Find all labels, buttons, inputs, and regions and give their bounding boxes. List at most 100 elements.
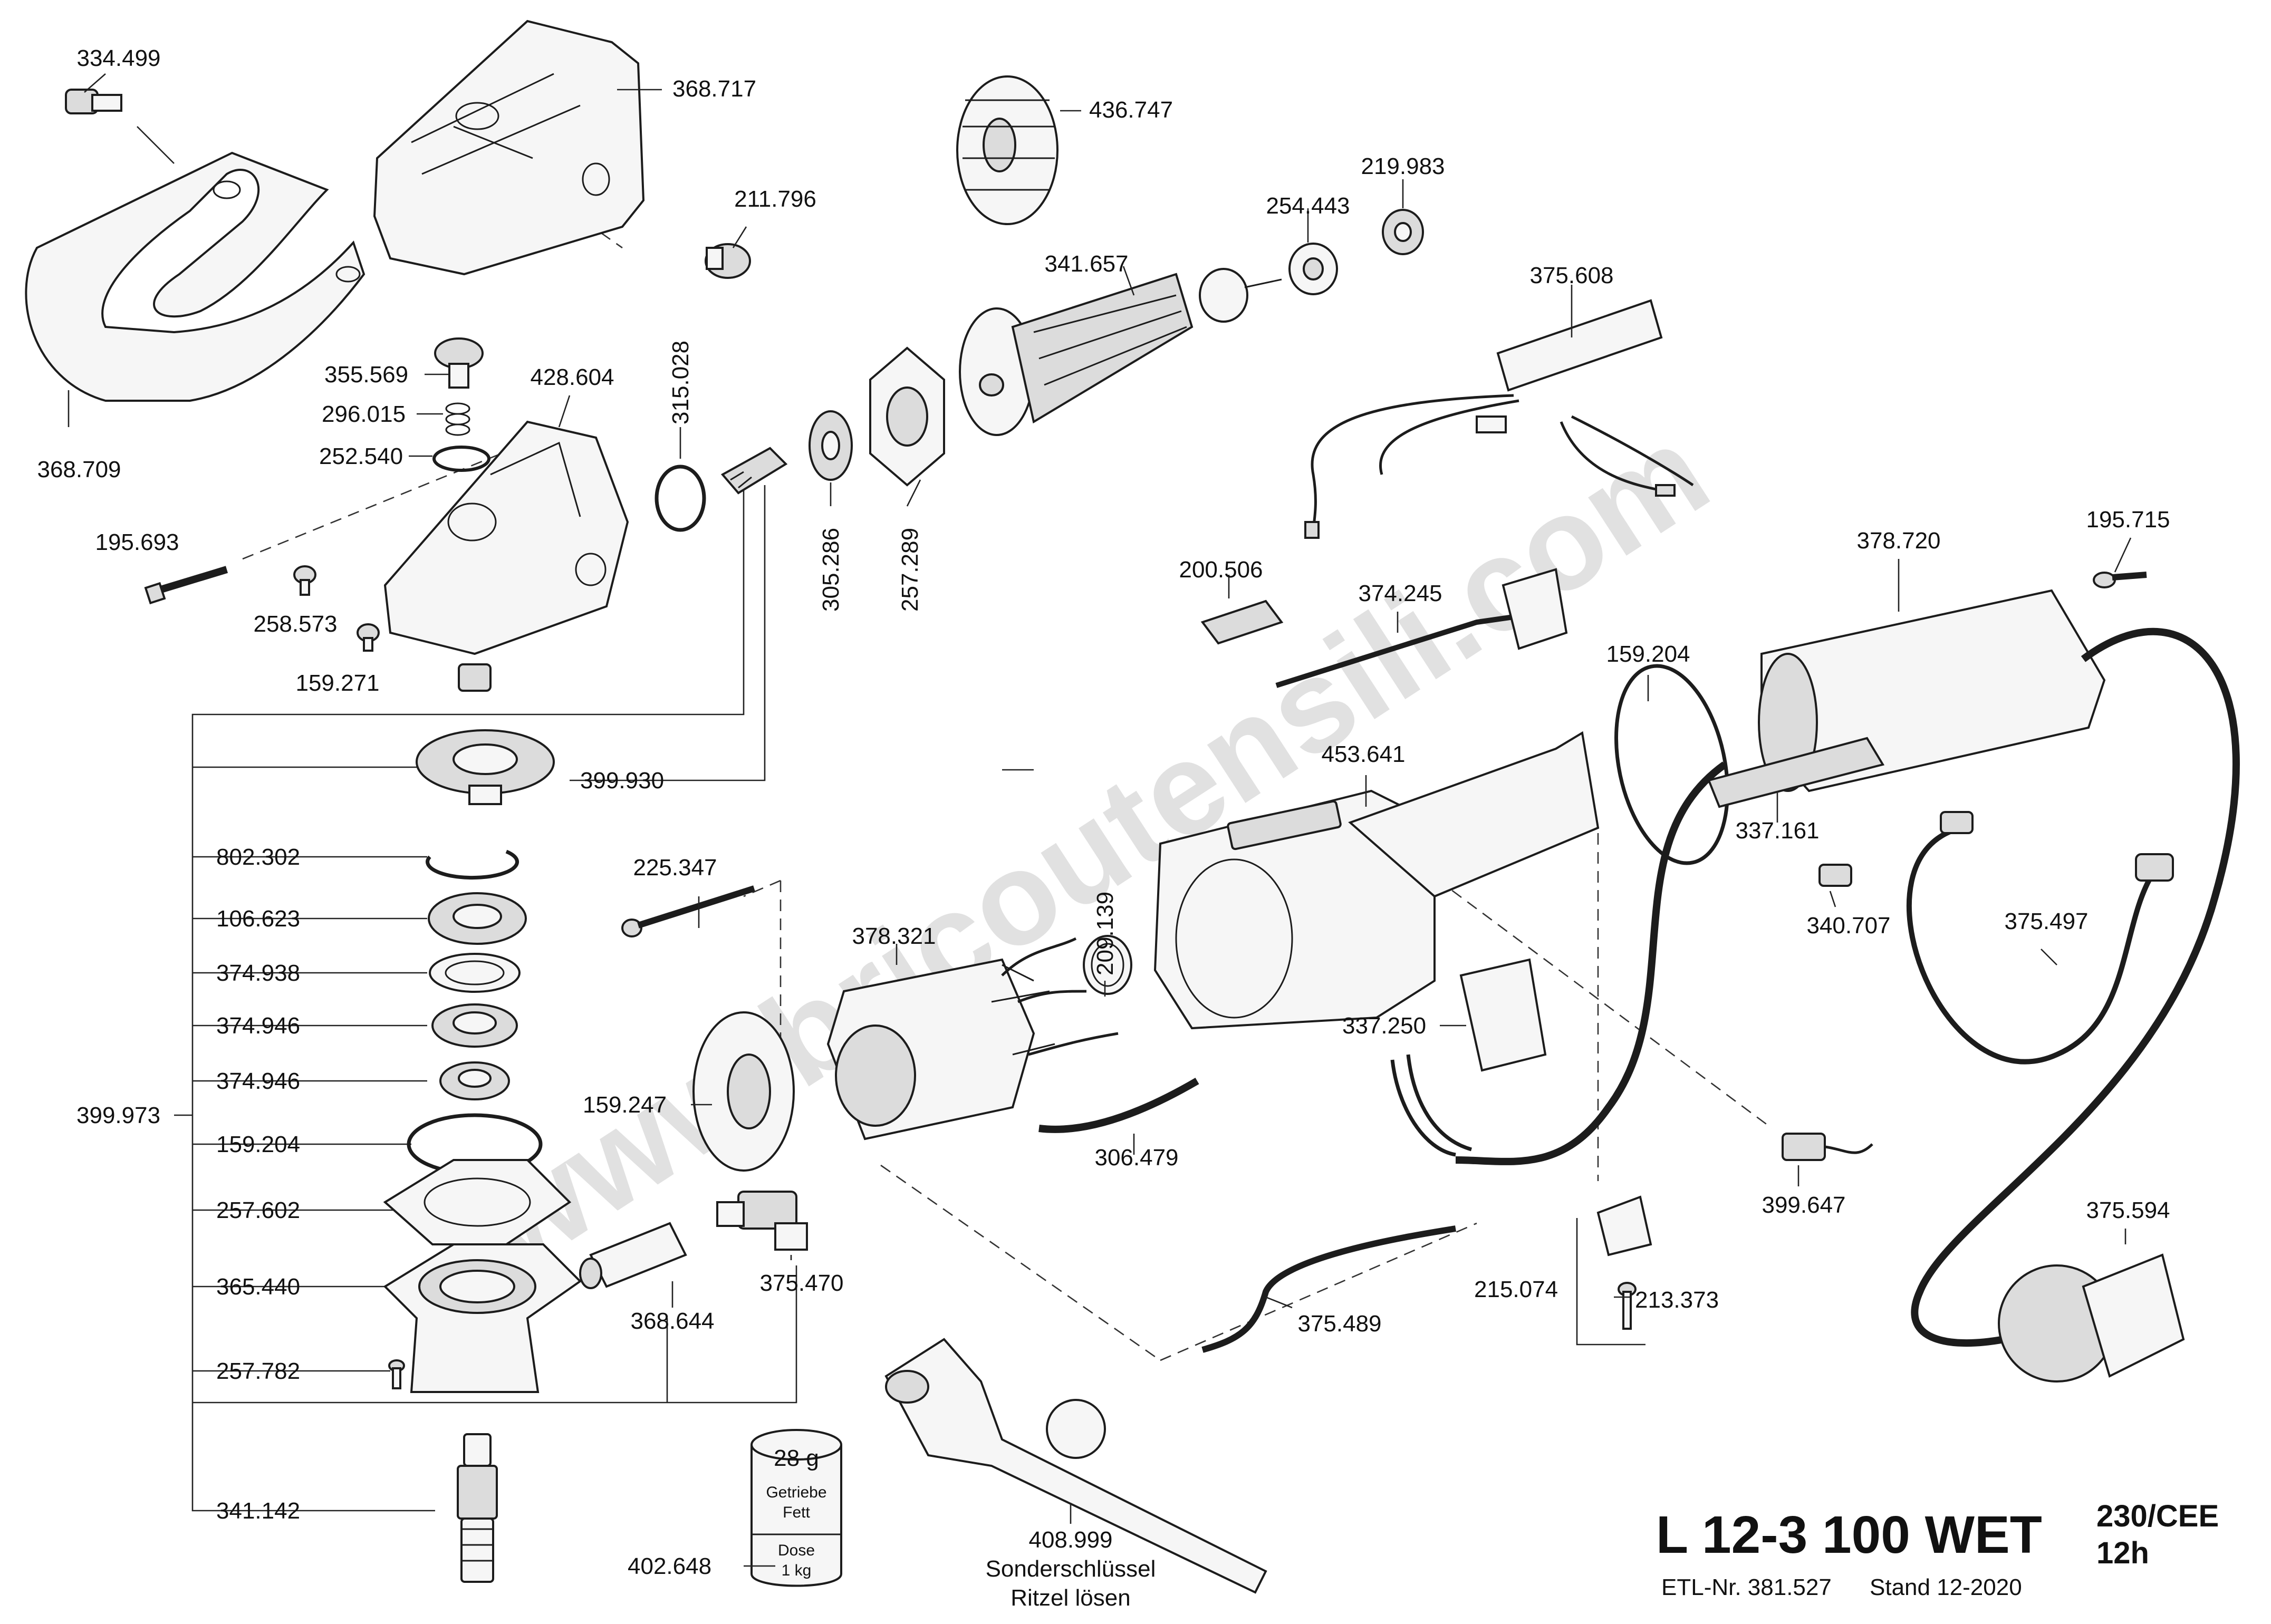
suppressor-399647 <box>1782 1133 1873 1161</box>
part-number: 368.717 <box>672 76 756 102</box>
part-number: 219.983 <box>1361 153 1445 179</box>
switch-337250 <box>1390 958 1547 1157</box>
model-variant-2: 12h <box>2096 1536 2149 1570</box>
part-number: 213.373 <box>1635 1287 1719 1313</box>
bearing-254443 <box>1288 243 1338 295</box>
part-number: 315.028 <box>668 341 694 424</box>
part-number: 257.782 <box>216 1358 300 1384</box>
washer-159247 <box>692 1011 795 1172</box>
oring-315028 <box>655 465 706 532</box>
part-number: 337.161 <box>1735 818 1819 844</box>
top-cover-368717 <box>373 20 645 276</box>
screw-195715 <box>2093 572 2147 588</box>
part-number: 337.250 <box>1342 1013 1426 1039</box>
part-number: 802.302 <box>216 844 300 870</box>
grease-label-4: 1 kg <box>782 1562 812 1579</box>
switch-rod-374245 <box>1275 568 1568 688</box>
motor-housing-453641 <box>1153 731 1600 1030</box>
valve-375470 <box>716 1191 808 1251</box>
part-number: 365.440 <box>216 1274 300 1300</box>
part-number: 305.286 <box>818 528 844 612</box>
water-hose-375497 <box>1906 811 2174 1065</box>
spindle-341142 <box>457 1433 498 1583</box>
flange-housing-365440 <box>383 1243 582 1393</box>
part-number: 195.715 <box>2086 507 2170 533</box>
part-number: 368.644 <box>630 1308 714 1334</box>
part-number: 195.693 <box>95 529 179 555</box>
fitting-368644 <box>579 1222 687 1289</box>
screw-258573 <box>293 565 380 652</box>
part-number: 399.973 <box>76 1103 160 1128</box>
part-number: 209.139 <box>1092 892 1118 975</box>
part-number: 296.015 <box>322 401 406 427</box>
sleeve-209139 <box>1083 935 1132 995</box>
plug-375594 <box>1998 1253 2185 1383</box>
gear-housing-428604 <box>383 420 629 655</box>
oring-159204-upper <box>1614 664 1729 865</box>
stator-378321 <box>826 937 1119 1140</box>
bearing-106623 <box>428 892 527 945</box>
fan-436747 <box>956 75 1058 225</box>
part-number: 453.641 <box>1321 741 1405 767</box>
cable-375594 <box>1455 627 2240 1347</box>
screw-257782 <box>388 1359 405 1389</box>
part-number: 399.930 <box>580 768 664 794</box>
circlip-802302 <box>426 849 519 880</box>
gasket-257602 <box>383 1159 572 1245</box>
part-number: 340.707 <box>1806 913 1890 939</box>
part-number: 159.204 <box>216 1132 300 1157</box>
part-number: 355.569 <box>324 362 408 388</box>
part-number: 159.204 <box>1606 641 1690 667</box>
oring-252540 <box>432 446 490 472</box>
part-number: 258.573 <box>253 611 337 637</box>
part-number: 159.247 <box>583 1092 667 1118</box>
screw-225347 <box>621 885 755 937</box>
nozzle-340707 <box>1818 864 1852 887</box>
sleeve-159271 <box>458 663 492 692</box>
title-block: L 12-3 100 WET 230/CEE 12h ETL-Nr. 381.5… <box>1656 1499 2219 1600</box>
spring-296015 <box>445 402 470 436</box>
screw-195693 <box>144 566 228 605</box>
valve-355569 <box>434 337 484 389</box>
special-key-caption-1: Sonderschlüssel <box>986 1556 1156 1582</box>
part-number: 408.999 <box>1028 1527 1112 1553</box>
part-number: 225.347 <box>633 855 717 881</box>
part-number: 375.594 <box>2086 1197 2170 1223</box>
part-number: 252.540 <box>319 443 403 469</box>
model-variant: 230/CEE <box>2096 1499 2219 1533</box>
label-leaders <box>68 73 2132 1567</box>
part-number: 375.470 <box>759 1270 843 1296</box>
grease-amount: 28 g <box>774 1445 819 1471</box>
part-number: 374.938 <box>216 960 300 986</box>
part-number: 378.321 <box>852 923 936 949</box>
gear-399930 <box>416 729 555 805</box>
part-number: 200.506 <box>1179 557 1263 583</box>
stand-date: Stand 12-2020 <box>1870 1574 2022 1600</box>
part-number: 254.443 <box>1266 193 1350 219</box>
part-number: 334.499 <box>76 45 160 71</box>
part-number: 375.489 <box>1297 1311 1381 1337</box>
part-number: 257.602 <box>216 1197 300 1223</box>
grease-label-3: Dose <box>778 1542 815 1559</box>
part-number: 374.245 <box>1358 581 1442 606</box>
screw-213373 <box>1618 1282 1637 1330</box>
seal-374946-a <box>431 1003 518 1048</box>
tube-306479 <box>1038 1077 1199 1133</box>
part-number: 159.271 <box>295 670 379 696</box>
switch-button-200506 <box>1200 600 1284 645</box>
bearing-219983 <box>1382 209 1424 255</box>
part-number: 399.647 <box>1762 1192 1845 1218</box>
pinion-shaft <box>720 447 788 495</box>
screw-211796 <box>705 243 751 279</box>
part-number: 402.648 <box>628 1553 711 1579</box>
rear-handle-368709 <box>25 151 365 402</box>
part-number: 257.289 <box>897 528 923 612</box>
grease-label-2: Fett <box>783 1504 810 1521</box>
bearing-plate-257289 <box>869 346 945 487</box>
part-number: 428.604 <box>530 364 614 390</box>
part-number: 341.657 <box>1044 251 1128 277</box>
part-number: 215.074 <box>1474 1277 1558 1302</box>
special-key-caption-2: Ritzel lösen <box>1011 1585 1130 1611</box>
grease-can-402648: 28 g Getriebe Fett Dose 1 kg <box>750 1429 842 1587</box>
